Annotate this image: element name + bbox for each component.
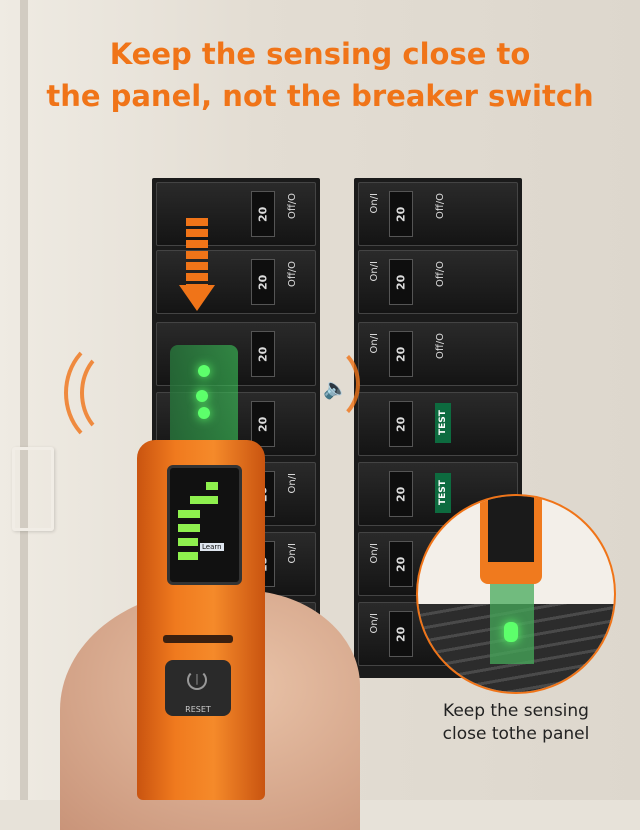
breaker-handle[interactable]: 20 — [389, 541, 413, 587]
signal-wave-left-outer — [64, 336, 164, 450]
breaker-state-label: On/I — [287, 473, 298, 494]
breaker: 20 TEST — [358, 392, 518, 456]
tester-slot — [163, 635, 233, 643]
breaker-side-label: Off/O — [435, 333, 446, 360]
headline-line-1: Keep the sensing close to — [109, 37, 531, 71]
signal-bar — [206, 482, 218, 490]
breaker-state-label: On/I — [369, 613, 380, 634]
led-indicator — [198, 365, 210, 377]
breaker-side-label: Off/O — [435, 193, 446, 220]
panel-rail — [20, 0, 28, 800]
reset-button[interactable]: | RESET — [165, 660, 231, 716]
arrow-shaft — [186, 218, 208, 288]
inset-tester — [480, 496, 542, 584]
breaker-state-label: On/I — [369, 543, 380, 564]
breaker-state-label: On/I — [369, 333, 380, 354]
led-indicator — [196, 390, 208, 402]
breaker: 20 On/I Off/O — [358, 322, 518, 386]
breaker-handle[interactable]: 20 — [251, 259, 275, 305]
breaker-handle[interactable]: 20 — [389, 401, 413, 447]
headline: Keep the sensing close to the panel, not… — [0, 33, 640, 117]
learn-label: Learn — [200, 543, 224, 551]
breaker-state-label: On/I — [369, 193, 380, 214]
caption-line-1: Keep the sensing — [443, 701, 589, 721]
signal-bar — [178, 510, 200, 518]
signal-bar — [178, 524, 200, 532]
tester-probe — [170, 345, 238, 455]
breaker-state-label: Off/O — [287, 193, 298, 220]
breaker-handle[interactable]: 20 — [389, 259, 413, 305]
test-button[interactable]: TEST — [435, 403, 451, 443]
breaker-side-label: Off/O — [435, 261, 446, 288]
inset-screen — [488, 496, 534, 562]
signal-bar — [178, 552, 198, 560]
breaker-state-label: On/I — [369, 261, 380, 282]
arrow-down-icon — [179, 285, 215, 311]
led-indicator — [198, 407, 210, 419]
breaker-state-label: Off/O — [287, 261, 298, 288]
inset-circle — [416, 494, 616, 694]
breaker-handle[interactable]: 20 — [251, 191, 275, 237]
breaker-handle[interactable]: 20 — [251, 331, 275, 377]
breaker-handle[interactable]: 20 — [389, 611, 413, 657]
breaker-state-label: On/I — [287, 543, 298, 564]
inset-led — [504, 622, 518, 642]
signal-bar — [178, 538, 198, 546]
breaker: 20 Off/O — [156, 182, 316, 246]
breaker-handle[interactable]: 20 — [251, 401, 275, 447]
breaker-handle[interactable]: 20 — [389, 191, 413, 237]
tester-screen: Learn — [167, 465, 242, 585]
panel-latch — [12, 447, 54, 531]
breaker: 20 On/I Off/O — [358, 182, 518, 246]
breaker-handle[interactable]: 20 — [389, 471, 413, 517]
speaker-icon: 🔈 — [323, 376, 348, 400]
power-icon: | — [187, 670, 207, 690]
breaker: 20 On/I Off/O — [358, 250, 518, 314]
caption-line-2: close tothe panel — [442, 724, 590, 744]
signal-bar — [190, 496, 218, 504]
reset-label: RESET — [185, 705, 211, 714]
inset-caption: Keep the sensing close tothe panel — [416, 700, 616, 746]
headline-line-2: the panel, not the breaker switch — [46, 79, 594, 113]
breaker-handle[interactable]: 20 — [389, 331, 413, 377]
test-button[interactable]: TEST — [435, 473, 451, 513]
